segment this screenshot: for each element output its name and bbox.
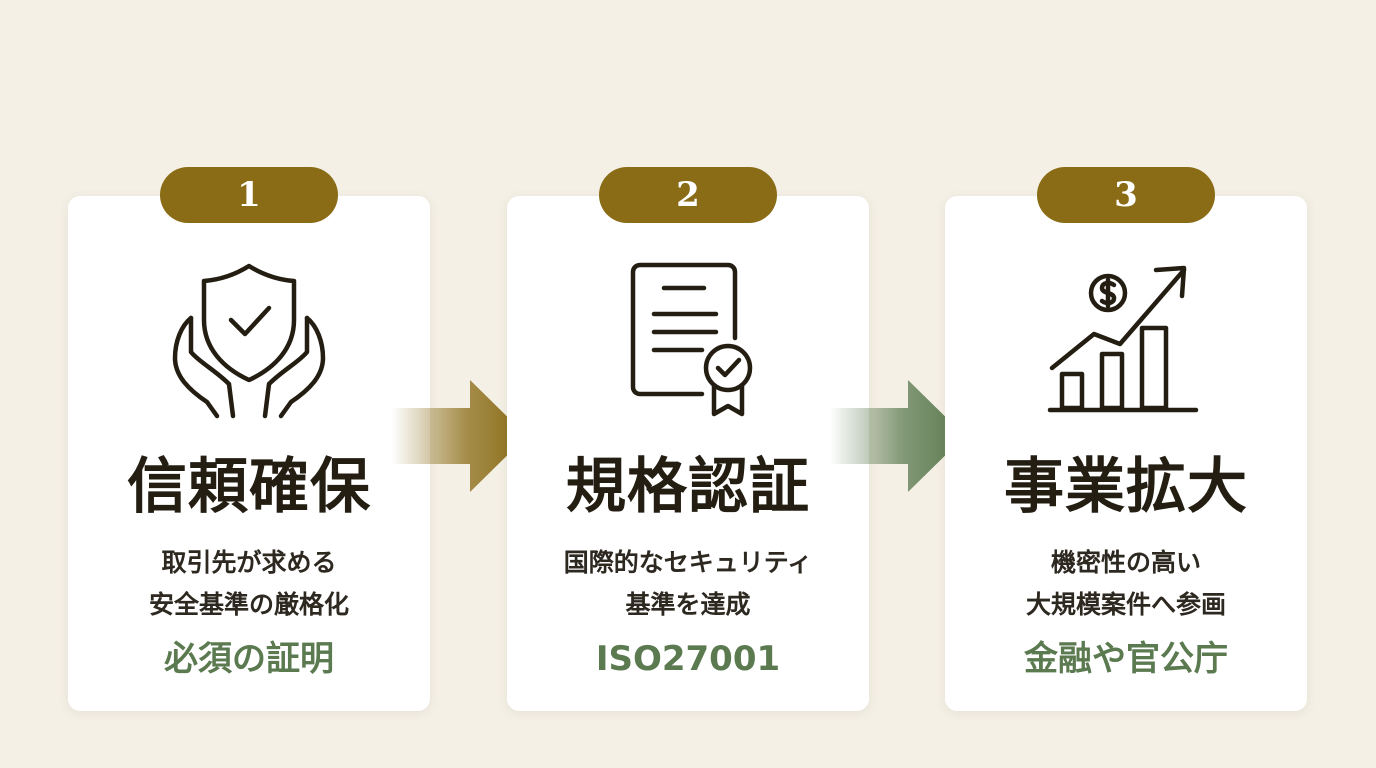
step-number-badge: 3 — [1037, 167, 1215, 223]
step-description: 取引先が求める 安全基準の厳格化 — [68, 542, 430, 626]
step-highlight: ISO27001 — [595, 639, 781, 679]
step-highlight: 金融や官公庁 — [1024, 639, 1228, 679]
flow-arrow-1 — [392, 380, 527, 492]
shield-hands-icon — [159, 256, 339, 426]
step-title: 規格認証 — [566, 452, 810, 522]
step-description-line-2: 安全基準の厳格化 — [148, 590, 349, 619]
step-description-line-1: 機密性の高い — [1050, 548, 1201, 577]
step-description-line-1: 国際的なセキュリティ — [563, 548, 813, 577]
step-card-3: 3 事業拡大 機密性の高い 大規模案件へ参画 金融や官公庁 — [945, 167, 1307, 711]
step-description-line-1: 取引先が求める — [161, 548, 337, 577]
step-card-1: 1 信頼確保 取引先が求める 安全基準の厳格化 必須の証明 — [68, 167, 430, 711]
step-description-line-2: 基準を達成 — [625, 590, 751, 619]
certificate-document-icon — [598, 256, 778, 426]
step-highlight: 必須の証明 — [164, 639, 334, 679]
step-card-2: 2 規格認証 国際的なセキュリティ 基準を達成 ISO27001 — [507, 167, 869, 711]
step-title: 信頼確保 — [127, 452, 371, 522]
flow-arrow-2 — [830, 380, 965, 492]
step-description: 国際的なセキュリティ 基準を達成 — [507, 542, 869, 626]
step-description: 機密性の高い 大規模案件へ参画 — [945, 542, 1307, 626]
growth-chart-icon — [1036, 256, 1216, 426]
step-number-badge: 2 — [599, 167, 777, 223]
step-description-line-2: 大規模案件へ参画 — [1025, 590, 1226, 619]
step-title: 事業拡大 — [1004, 452, 1248, 522]
step-number-badge: 1 — [160, 167, 338, 223]
